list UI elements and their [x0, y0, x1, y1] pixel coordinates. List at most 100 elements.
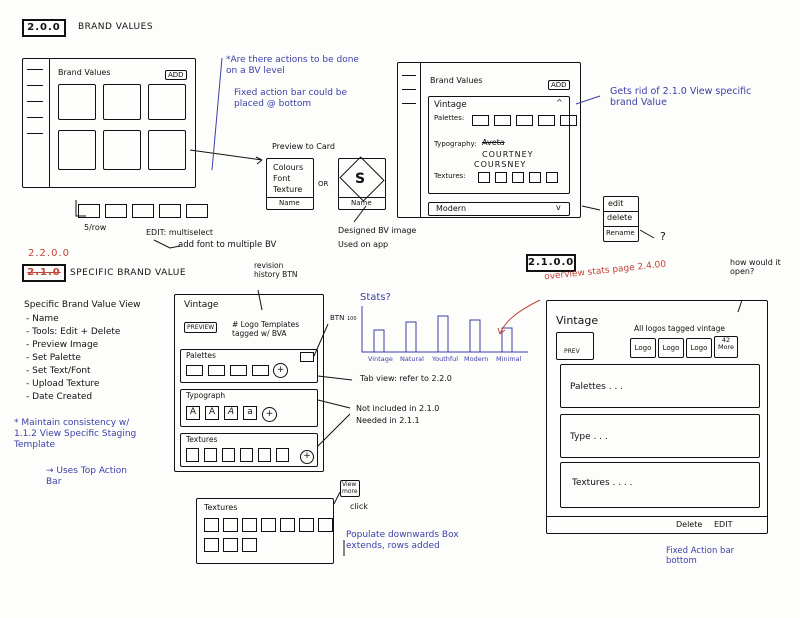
- how-would-it-open-note: how would it open?: [730, 258, 781, 277]
- mock-preview-button[interactable]: PREVIEW: [184, 322, 218, 333]
- font-sample-1: Aveta: [482, 138, 505, 147]
- specific-bv-heading: Specific Brand Value View: [24, 300, 141, 310]
- tab-view-note: Tab view: refer to 2.2.0: [360, 374, 452, 383]
- textures-row-2: [204, 538, 259, 552]
- new-section-tag: 2.2.0.0: [28, 248, 70, 259]
- note-maintain-consistency: * Maintain consistency w/ 1.1.2 View Spe…: [14, 418, 137, 450]
- mock-vintage-title: Vintage: [184, 300, 219, 310]
- mock-palettes-panel[interactable]: [180, 349, 318, 383]
- menu-question-mark: ?: [660, 230, 666, 243]
- brand-values-wireframe: [22, 58, 196, 188]
- note-fixed-action-bar: Fixed action bar could be placed @ botto…: [234, 88, 348, 109]
- font-sample-3: COURSNEY: [474, 160, 527, 169]
- mock-edit-icon[interactable]: [300, 352, 314, 362]
- brand-values-accordion-wireframe: [397, 62, 581, 218]
- chevron-up-icon[interactable]: ^: [556, 98, 563, 107]
- bv-panel-title: Brand Values: [58, 68, 111, 77]
- overview-prev-label: PREV: [564, 348, 580, 355]
- bv-card[interactable]: [58, 84, 96, 120]
- logo-thumb[interactable]: Logo: [658, 338, 684, 358]
- section-tag-200: 2.0.0: [22, 19, 66, 37]
- stats-label: Natural: [400, 355, 424, 363]
- menu-edit[interactable]: edit: [608, 199, 624, 208]
- stats-label: Modern: [464, 355, 489, 363]
- overview-palettes-label: Palettes . . .: [570, 382, 624, 392]
- chevron-down-icon[interactable]: v: [556, 203, 561, 212]
- overview-mockup: [546, 300, 768, 534]
- stats-axis: [361, 306, 528, 353]
- spec-item: - Date Created: [26, 392, 93, 402]
- spec-item: - Upload Texture: [26, 379, 100, 389]
- specific-bv-mockup: [174, 294, 324, 472]
- logo-thumb[interactable]: Logo: [686, 338, 712, 358]
- palette-swatches: [472, 115, 579, 126]
- bv-card[interactable]: [148, 84, 186, 120]
- bv-card[interactable]: [103, 130, 141, 170]
- font-sample-2: COURTNEY: [482, 150, 534, 159]
- mock-textures-panel[interactable]: [180, 433, 318, 467]
- bv-accordion-title: Brand Values: [430, 76, 483, 85]
- menu-delete[interactable]: delete: [607, 213, 633, 222]
- modern-collapsed-section[interactable]: [428, 202, 570, 216]
- note-bv-actions: *Are there actions to be done on a BV le…: [226, 55, 359, 76]
- vintage-expanded-section[interactable]: [428, 96, 570, 194]
- logo-thumb[interactable]: Logo: [630, 338, 656, 358]
- note-populate-downwards: Populate downwards Box extends, rows add…: [346, 530, 459, 551]
- overview-preview-box[interactable]: [556, 332, 594, 360]
- btn-note: BTN: [330, 314, 345, 322]
- spec-item: - Tools: Edit + Delete: [26, 327, 121, 337]
- overview-vintage-title: Vintage: [556, 314, 599, 327]
- overview-delete-button[interactable]: Delete: [676, 520, 703, 529]
- section-tag-2100: 2.1.0.0: [526, 254, 576, 272]
- spec-item: - Set Text/Font: [26, 366, 91, 376]
- textures-row-1: [204, 518, 335, 532]
- used-on-app-note: Used on app: [338, 240, 389, 249]
- stats-title: Stats?: [360, 292, 391, 303]
- note-top-action-bar: → Uses Top Action Bar: [46, 466, 127, 487]
- add-font-icon[interactable]: +: [262, 407, 277, 422]
- vintage-label: Vintage: [434, 100, 467, 110]
- bv-card[interactable]: [148, 130, 186, 170]
- add-palette-icon[interactable]: +: [273, 363, 288, 378]
- preview-to-card-label: Preview to Card: [272, 142, 335, 151]
- note-fixed-action-bar-bottom: Fixed Action bar bottom: [666, 546, 735, 567]
- textures-expanded-panel: [196, 498, 334, 564]
- logo-templates-note: # Logo Templates tagged w/ BVA: [232, 320, 300, 338]
- bv-add-button[interactable]: ADD: [165, 70, 187, 80]
- bv-card[interactable]: [58, 130, 96, 170]
- spec-item: - Set Palette: [26, 353, 81, 363]
- typography-label: Typography:: [434, 140, 477, 148]
- click-note: click: [350, 502, 368, 511]
- overview-type-label: Type . . .: [570, 432, 608, 442]
- overview-textures-panel[interactable]: [560, 462, 760, 508]
- mock-textures-label: Textures: [186, 435, 218, 444]
- fixed-action-bar: [546, 516, 768, 517]
- textures-label: Textures:: [434, 172, 466, 180]
- bv-accordion-add-button[interactable]: ADD: [548, 80, 570, 90]
- mock-font-swatches: A A A a: [186, 406, 259, 420]
- overview-palettes-panel[interactable]: [560, 364, 760, 408]
- stats-label: Youthful: [432, 355, 459, 363]
- preview-card-image: S Name: [338, 156, 386, 210]
- stats-bar: [437, 315, 449, 353]
- context-menu: edit delete Rename: [603, 196, 639, 242]
- stats-bar: [405, 321, 417, 353]
- not-included-note: Not included in 2.1.0: [356, 404, 440, 413]
- menu-rename[interactable]: Rename: [606, 229, 635, 237]
- mock-texture-swatches: [186, 448, 291, 462]
- mock-typography-panel[interactable]: [180, 389, 318, 427]
- preview-card-text: Colours Font Texture Name: [266, 158, 314, 210]
- more-logos-button[interactable]: 42 More: [714, 336, 738, 358]
- stats-ytick: 100: [347, 316, 357, 322]
- view-more-button[interactable]: View more: [340, 480, 360, 498]
- bv-card[interactable]: [103, 84, 141, 120]
- note-gets-rid-210: Gets rid of 2.1.0 View specific brand Va…: [610, 86, 752, 109]
- overview-edit-button[interactable]: EDIT: [714, 520, 733, 529]
- stats-label: Vintage: [368, 355, 393, 363]
- all-logos-label: All logos tagged vintage: [634, 324, 725, 333]
- spec-item: - Preview Image: [26, 340, 99, 350]
- stats-label: Minimal: [496, 355, 522, 363]
- add-texture-icon[interactable]: +: [300, 450, 314, 464]
- stats-chart: [361, 306, 528, 353]
- overview-type-panel[interactable]: [560, 414, 760, 458]
